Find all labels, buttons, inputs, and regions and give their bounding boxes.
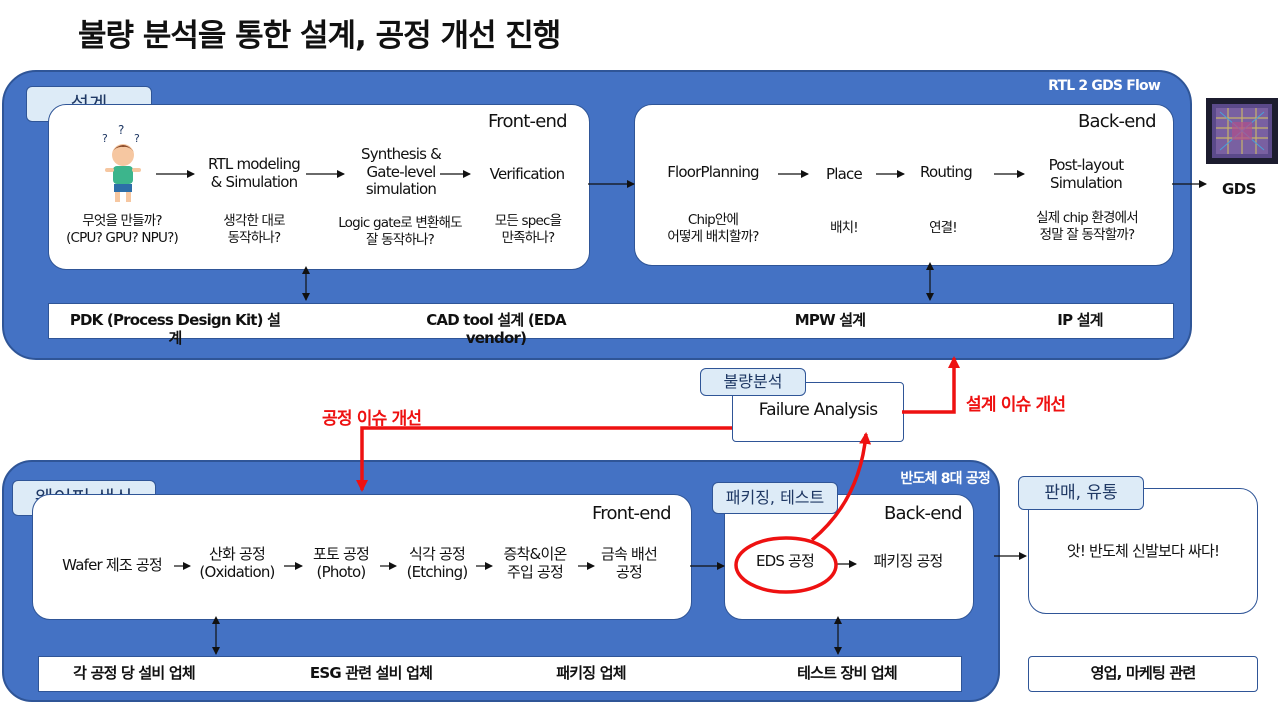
arrow-eds-to-failure [812, 434, 866, 540]
arrow-design-issue [902, 358, 954, 412]
arrow-process-issue [362, 428, 732, 490]
eds-highlight-circle [736, 538, 836, 592]
